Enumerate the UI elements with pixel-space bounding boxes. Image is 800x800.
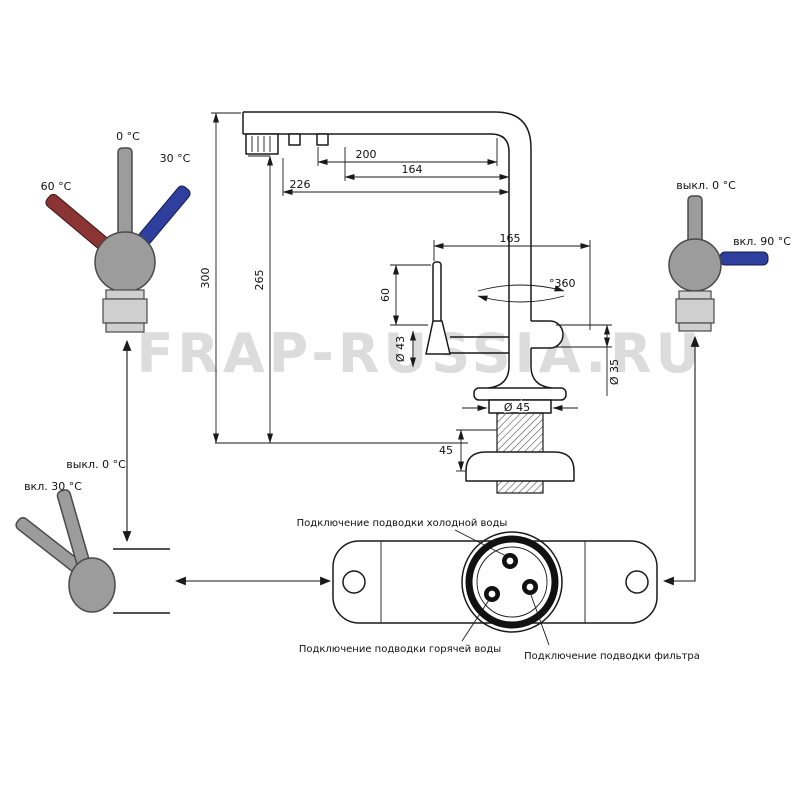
handle-right-off-label: выкл. 0 °C	[676, 179, 736, 192]
handle-side-on-label: вкл. 30 °C	[24, 480, 82, 493]
spout-clip-1	[288, 133, 301, 146]
hot-connection-label: Подключение подводки горячей воды	[299, 644, 501, 655]
dim-165-text: 165	[500, 232, 521, 245]
center-column-ring	[465, 535, 559, 629]
handle-right-view: выкл. 0 °C вкл. 90 °C	[668, 179, 791, 332]
dim-45-text: 45	[439, 444, 453, 457]
hot-leader-line	[461, 599, 490, 642]
center-column-inner	[476, 546, 548, 618]
filter-lever-cone	[425, 320, 451, 355]
knob-body	[102, 298, 148, 324]
right-mount-hole	[625, 570, 649, 594]
dimensions: 200 164 226 165 300 265 60 Ø 43 °360	[199, 112, 621, 472]
temp-0-label: 0 °C	[116, 130, 140, 143]
filter-leader-line	[530, 594, 550, 646]
hot-inlet-hole	[484, 586, 500, 602]
filter-lever	[432, 261, 442, 324]
handle-side-off-label: выкл. 0 °C	[66, 458, 126, 471]
knob-neck-bottom	[105, 322, 145, 333]
handle-front-view: 0 °C 30 °C 60 °C	[41, 130, 191, 333]
base-plan-outline	[332, 540, 658, 624]
spout-outer	[243, 111, 532, 321]
temp-60-label: 60 °C	[41, 180, 72, 193]
dim-43-text: Ø 43	[394, 336, 407, 362]
aerator-hatch	[251, 136, 271, 152]
dim-300-text: 300	[199, 268, 212, 289]
left-mount-hole	[342, 570, 366, 594]
filter-connection-label: Подключение подводки фильтра	[524, 651, 700, 662]
rotation-text: °360	[549, 277, 576, 290]
filter-knob-neck-bottom	[678, 322, 712, 332]
filter-knob-neck-top	[678, 290, 712, 300]
spout-inner	[243, 133, 510, 389]
knob-neck-top	[105, 289, 145, 300]
faucet-front-view	[215, 111, 575, 494]
side-knob	[68, 557, 116, 613]
dim-dia45-text: Ø 45	[504, 401, 530, 414]
filter-handle-on	[719, 251, 769, 266]
temp-30-label: 30 °C	[160, 152, 191, 165]
handle-knob	[94, 231, 156, 293]
handle-right-on-label: вкл. 90 °C	[733, 235, 791, 248]
bottom-view: Подключение подводки холодной воды Подкл…	[297, 518, 700, 662]
handle-side-view: выкл. 0 °C вкл. 30 °C	[15, 458, 170, 614]
rotation-arc-bottom	[477, 295, 565, 303]
cold-inlet-hole	[502, 553, 518, 569]
connector-right	[662, 335, 700, 586]
side-outlet-stub	[531, 320, 564, 349]
dim-265-text: 265	[253, 270, 266, 291]
rotation-arc-top	[477, 284, 565, 292]
filter-knob-body	[675, 298, 715, 324]
cold-connection-label: Подключение подводки холодной воды	[297, 518, 508, 529]
mounting-plate	[465, 451, 575, 482]
dim-60-text: 60	[379, 288, 392, 302]
aerator	[245, 133, 279, 155]
base-flange	[473, 387, 567, 401]
filter-knob	[668, 238, 722, 292]
dim-200-text: 200	[356, 148, 377, 161]
dim-164-text: 164	[402, 163, 423, 176]
dim-dia35-text: Ø 35	[608, 359, 621, 385]
filter-inlet-hole	[522, 579, 538, 595]
cold-leader-line	[454, 529, 507, 557]
dim-226-text: 226	[290, 178, 311, 191]
connectors	[122, 335, 700, 586]
center-column-outer	[461, 531, 563, 633]
spout-clip-2	[316, 133, 329, 146]
